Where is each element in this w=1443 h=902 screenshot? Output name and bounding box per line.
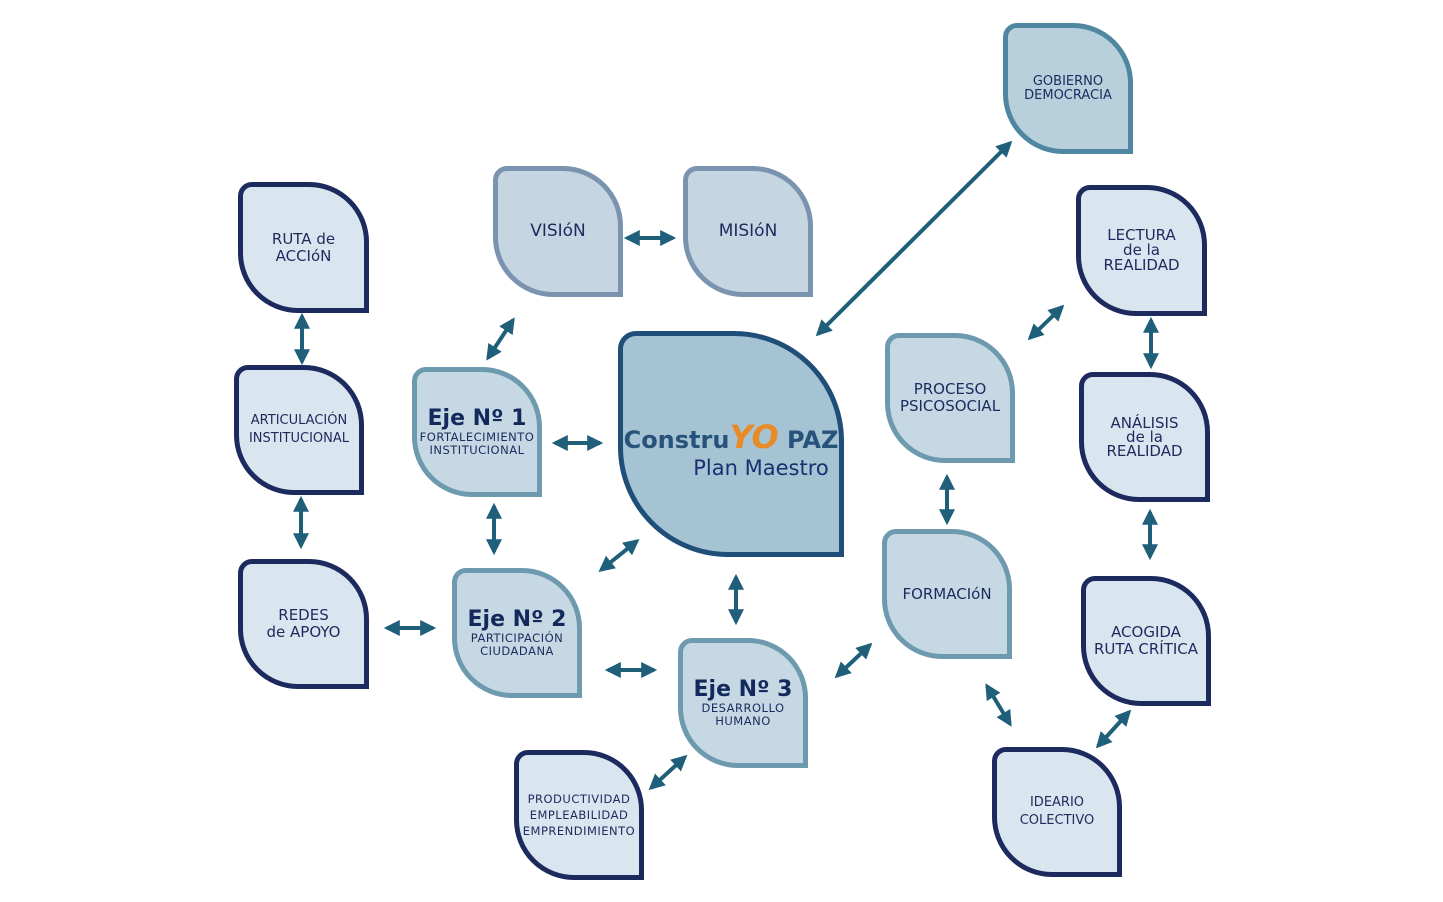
node-eje-1: Eje Nº 1 FORTALECIMIENTO INSTITUCIONAL <box>412 367 542 497</box>
node-redes-de-apoyo: REDES de APOYO <box>238 559 369 689</box>
node-analisis-realidad: ANÁLISIS de la REALIDAD <box>1079 372 1210 502</box>
double-arrow-connector <box>648 754 688 791</box>
node-label: COLECTIVO <box>1019 813 1095 828</box>
node-label: REALIDAD <box>1106 442 1183 460</box>
double-arrow-connector <box>1095 709 1132 749</box>
node-label: LECTURA <box>1107 226 1176 244</box>
node-label: RUTA CRÍTICA <box>1093 640 1199 658</box>
double-arrow-connector <box>834 642 873 679</box>
center-subtitle: Plan Maestro <box>693 456 829 480</box>
node-label: IDEARIO <box>1029 795 1085 810</box>
node-label: DEMOCRACIA <box>1024 87 1112 103</box>
node-label: EMPRENDIMIENTO <box>522 824 636 838</box>
center-construyo-paz: ConstruYO PAZ Plan Maestro <box>618 331 844 557</box>
eje-title: Eje Nº 1 <box>427 406 527 431</box>
node-label: REDES <box>278 606 329 624</box>
node-eje-2: Eje Nº 2 PARTICIPACIÓN CIUDADANA <box>452 568 582 698</box>
node-label: ARTICULACIÓN <box>250 413 348 428</box>
eje-subtitle: INSTITUCIONAL <box>429 443 525 457</box>
double-arrow-connector <box>1027 304 1065 341</box>
double-arrow-connector <box>598 538 640 573</box>
node-label: EMPLEABILIDAD <box>529 808 629 822</box>
node-label: de APOYO <box>266 623 341 641</box>
node-ideario-colectivo: IDEARIO COLECTIVO <box>992 747 1122 877</box>
node-label: PRODUCTIVIDAD <box>527 792 631 806</box>
node-proceso-psicosocial: PROCESO PSICOSOCIAL <box>885 333 1015 463</box>
eje-title: Eje Nº 2 <box>467 607 567 632</box>
node-label: PSICOSOCIAL <box>899 397 1001 415</box>
double-arrow-connector <box>486 317 515 361</box>
node-label: REALIDAD <box>1103 256 1180 274</box>
node-gobierno-democracia: GOBIERNO DEMOCRACIA <box>1003 23 1133 154</box>
node-articulacion-institucional: ARTICULACIÓN INSTITUCIONAL <box>234 365 364 495</box>
node-label: INSTITUCIONAL <box>248 431 350 446</box>
node-vision: VISIóN <box>493 166 623 297</box>
node-label: ACOGIDA <box>1111 623 1181 641</box>
eje-subtitle: DESARROLLO <box>701 701 785 715</box>
construyo-paz-logo: ConstruYO PAZ <box>623 418 839 456</box>
node-label: VISIóN <box>530 221 586 241</box>
node-eje-3: Eje Nº 3 DESARROLLO HUMANO <box>678 638 808 768</box>
node-mision: MISIóN <box>683 166 813 297</box>
node-label: PROCESO <box>913 380 987 398</box>
eje-subtitle: HUMANO <box>715 714 771 728</box>
node-label: de la <box>1126 428 1163 446</box>
node-acogida-ruta-critica: ACOGIDA RUTA CRÍTICA <box>1081 576 1211 706</box>
node-productividad: PRODUCTIVIDAD EMPLEABILIDAD EMPRENDIMIEN… <box>514 750 644 880</box>
double-arrow-connector <box>815 140 1013 337</box>
node-label: GOBIERNO <box>1032 73 1104 89</box>
node-label: ACCIóN <box>275 246 332 265</box>
node-label: MISIóN <box>718 221 778 241</box>
node-label: RUTA de <box>271 229 336 248</box>
node-lectura-realidad: LECTURA de la REALIDAD <box>1076 185 1207 316</box>
node-formacion: FORMACIóN <box>882 529 1012 659</box>
node-ruta-de-accion: RUTA de ACCIóN <box>238 182 369 313</box>
node-label: ANÁLISIS <box>1110 414 1179 432</box>
double-arrow-connector <box>985 683 1012 727</box>
eje-subtitle: PARTICIPACIÓN <box>470 631 564 645</box>
eje-subtitle: CIUDADANA <box>480 644 554 658</box>
node-label: de la <box>1123 241 1160 259</box>
eje-title: Eje Nº 3 <box>693 677 793 702</box>
node-label: FORMACIóN <box>902 584 992 603</box>
eje-subtitle: FORTALECIMIENTO <box>419 430 535 444</box>
